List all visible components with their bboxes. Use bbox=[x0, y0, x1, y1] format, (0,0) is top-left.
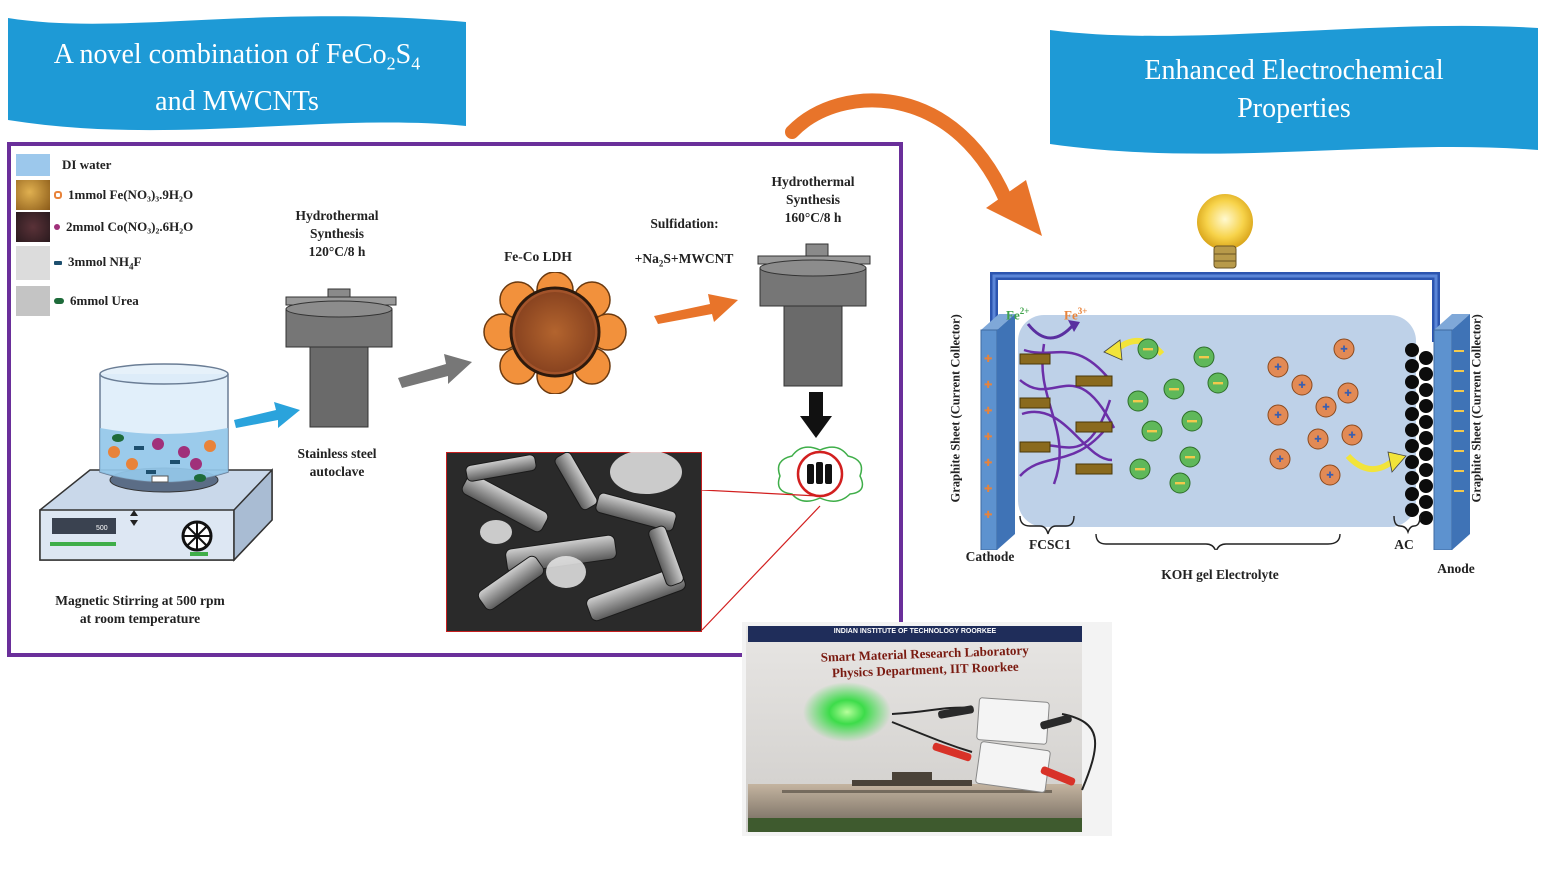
svg-text:✚: ✚ bbox=[1276, 455, 1284, 465]
co-dot-icon bbox=[54, 224, 60, 230]
left-banner bbox=[8, 16, 466, 131]
nh4f-dot-icon bbox=[54, 261, 62, 265]
fe-dot-icon bbox=[54, 191, 62, 199]
fcsc1-cathode-material bbox=[1019, 343, 1116, 485]
hydroxide-anions bbox=[1127, 338, 1229, 494]
reagent-label: +Na2S+MWCNT bbox=[634, 251, 734, 269]
fe-nitrate-swatch bbox=[16, 180, 50, 210]
legend-item-co-nitrate: 2mmol Co(NO₃)₂.6H₂O bbox=[16, 212, 193, 242]
legend-label: 3mmol NH4F bbox=[68, 254, 142, 272]
potassium-cations: ✚ ✚ ✚ ✚ ✚ ✚ ✚ ✚ ✚ ✚ bbox=[1267, 338, 1363, 486]
gray-arrow bbox=[398, 354, 472, 388]
light-bulb-icon bbox=[1197, 194, 1253, 269]
fcsc1-label: FCSC1 bbox=[1028, 537, 1071, 552]
magnetic-stirrer-illustration: 500 bbox=[39, 363, 273, 562]
bottom-braces bbox=[1019, 515, 1421, 550]
svg-text:✚: ✚ bbox=[984, 484, 992, 495]
autoclave-1-icon bbox=[285, 288, 397, 428]
left-collector-label: Graphite Sheet (Current Collector) bbox=[948, 314, 963, 503]
right-current-collector bbox=[1433, 314, 1470, 550]
svg-text:✚: ✚ bbox=[984, 510, 992, 521]
external-circuit-wire bbox=[990, 272, 1440, 342]
down-arrow bbox=[800, 392, 832, 438]
svg-text:✚: ✚ bbox=[1322, 403, 1330, 413]
svg-text:✚: ✚ bbox=[1326, 471, 1334, 481]
svg-text:✚: ✚ bbox=[1340, 345, 1348, 355]
fe3-label: Fe3+ bbox=[1064, 306, 1088, 323]
left-current-collector: ✚ ✚ ✚ ✚ ✚ ✚ ✚ bbox=[980, 314, 1015, 550]
right-banner bbox=[1050, 25, 1538, 154]
stirrer-display-value: 500 bbox=[96, 525, 108, 532]
legend-label: 2mmol Co(NO₃)₂.6H₂O bbox=[66, 219, 194, 234]
legend-item-nh4f: 3mmol NH4F bbox=[16, 246, 142, 280]
svg-text:✚: ✚ bbox=[1348, 431, 1356, 441]
sem-image bbox=[446, 452, 702, 632]
svg-text:✚: ✚ bbox=[1274, 363, 1282, 373]
orange-arrow bbox=[654, 294, 738, 324]
legend-label: 6mmol Urea bbox=[70, 293, 139, 308]
di-water-swatch bbox=[16, 154, 50, 176]
legend-item-di-water: DI water bbox=[16, 150, 111, 180]
ldh-label: Fe-Co LDH bbox=[504, 249, 572, 264]
synthesis-panel-frame bbox=[7, 142, 903, 657]
fe-co-ldh-particle bbox=[483, 272, 627, 394]
svg-text:✚: ✚ bbox=[984, 380, 992, 391]
yellow-arrow-anode bbox=[1345, 451, 1407, 473]
svg-text:✚: ✚ bbox=[984, 354, 992, 365]
fecos-mwcnt-particle bbox=[777, 446, 864, 502]
electrolyte-ions: ✚ ✚ ✚ ✚ ✚ ✚ ✚ ✚ ✚ ✚ bbox=[1127, 338, 1363, 494]
zoom-lines bbox=[701, 490, 821, 631]
redox-arc-arrow bbox=[1026, 320, 1080, 340]
svg-text:✚: ✚ bbox=[984, 406, 992, 417]
svg-text:✚: ✚ bbox=[1298, 381, 1306, 391]
activated-carbon-anode bbox=[1405, 343, 1433, 525]
svg-text:✚: ✚ bbox=[1274, 411, 1282, 421]
sulfidation-label: Sulfidation: bbox=[650, 216, 719, 231]
svg-text:✚: ✚ bbox=[984, 458, 992, 469]
legend-label: DI water bbox=[62, 157, 112, 172]
photo-header-text: INDIAN INSTITUTE OF TECHNOLOGY ROORKEE bbox=[833, 628, 997, 635]
legend-label: 1mmol Fe(NO₃)₃.9H₂O bbox=[68, 187, 194, 202]
legend-item-urea: 6mmol Urea bbox=[16, 286, 139, 316]
urea-dot-icon bbox=[54, 298, 64, 304]
right-collector-label: Graphite Sheet (Current Collector) bbox=[1469, 314, 1484, 503]
ac-label: AC bbox=[1394, 537, 1414, 552]
electrolyte-label: KOH gel Electrolyte bbox=[1161, 567, 1279, 582]
anode-label: Anode bbox=[1437, 561, 1475, 576]
blue-arrow bbox=[234, 402, 300, 428]
nh4f-swatch bbox=[16, 246, 50, 280]
co-nitrate-swatch bbox=[16, 212, 50, 242]
autoclave-2-icon bbox=[757, 243, 871, 387]
legend-item-fe-nitrate: 1mmol Fe(NO₃)₃.9H₂O bbox=[16, 180, 193, 210]
device-demo-photo bbox=[742, 622, 1112, 836]
curved-orange-arrow bbox=[785, 93, 1042, 236]
cathode-label: Cathode bbox=[965, 549, 1015, 564]
fe2-label: Fe2+ bbox=[1006, 306, 1030, 323]
svg-text:✚: ✚ bbox=[1344, 389, 1352, 399]
svg-text:✚: ✚ bbox=[984, 432, 992, 443]
left-banner-title: A novel combination of FeCo2S4 and MWCNT… bbox=[53, 39, 421, 117]
urea-swatch bbox=[16, 286, 50, 316]
svg-text:✚: ✚ bbox=[1314, 435, 1322, 445]
